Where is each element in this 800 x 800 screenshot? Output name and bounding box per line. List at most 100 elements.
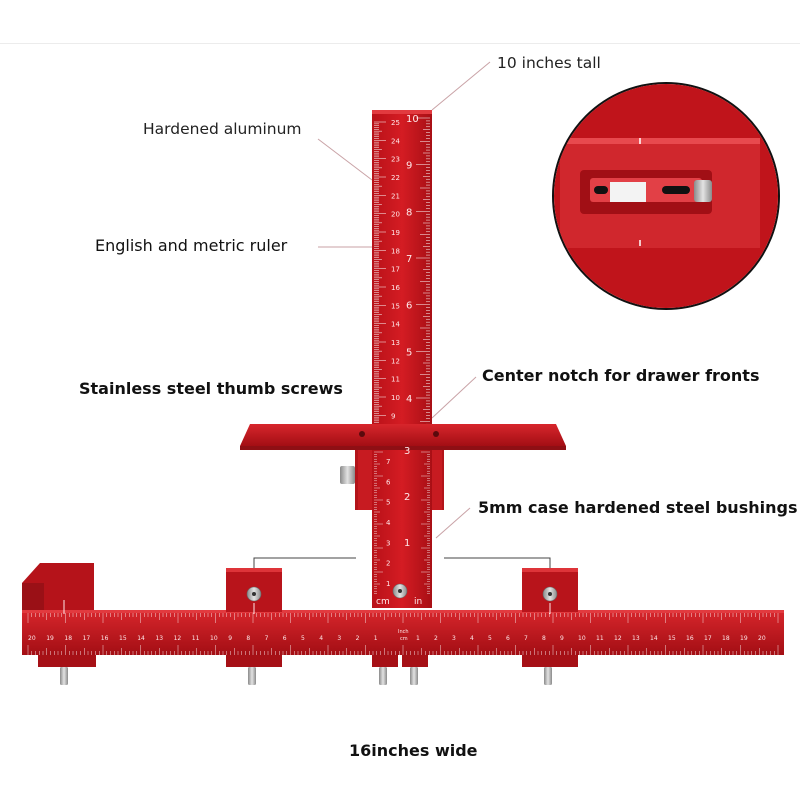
cm-tick-label: 13	[391, 339, 400, 347]
cm-tick-label: 24	[391, 137, 400, 145]
h-tick-label-right: 9	[560, 635, 564, 642]
cm-tick-label: 12	[391, 357, 400, 365]
h-tick-label-right: 5	[488, 635, 492, 642]
center-bushing-hole	[398, 589, 402, 593]
h-tick-label-left: 11	[192, 635, 200, 642]
h-tick-label-right: 1	[416, 635, 420, 642]
cm-tick-label: 23	[391, 156, 400, 164]
h-tick-label-left: 4	[319, 635, 323, 642]
lower-in-label: 1	[404, 538, 410, 549]
h-tick-label-left: 1	[374, 635, 378, 642]
thumb-screw	[60, 667, 68, 685]
inch-tick-label: 9	[406, 161, 412, 172]
h-tick-label-left: 3	[337, 635, 341, 642]
depth-plate	[240, 424, 566, 450]
callout-ruler: English and metric ruler	[95, 236, 288, 255]
cm-tick-label: 11	[391, 376, 400, 384]
inch-center-label: Inch	[398, 629, 409, 635]
h-tick-label-left: 12	[174, 635, 182, 642]
sliding-blocks	[63, 568, 578, 614]
h-tick-label-right: 8	[542, 635, 546, 642]
inch-tick-label: 5	[406, 347, 412, 358]
h-tick-label-left: 14	[137, 635, 145, 642]
h-tick-label-right: 13	[632, 635, 640, 642]
lower-cm-label: 3	[386, 539, 390, 547]
cm-center-label: cm	[400, 636, 408, 642]
h-tick-label-left: 8	[246, 635, 250, 642]
lower-in-label: 3	[404, 446, 410, 457]
h-tick-label-left: 13	[155, 635, 163, 642]
cm-tick-label: 10	[391, 394, 400, 402]
callout-line-aluminum	[317, 138, 373, 181]
callout-bushings: 5mm case hardened steel bushings	[478, 498, 798, 517]
foot-bar	[522, 655, 578, 667]
h-tick-label-left: 17	[83, 635, 91, 642]
callout-aluminum: Hardened aluminum	[143, 120, 302, 138]
cm-unit-label: cm	[376, 597, 390, 607]
lower-cm-label: 4	[386, 519, 391, 527]
callout-lines	[317, 61, 491, 539]
h-tick-label-right: 10	[578, 635, 586, 642]
h-tick-label-right: 3	[452, 635, 456, 642]
inch-tick-label: 6	[406, 301, 412, 312]
center-thumb-screw	[379, 667, 387, 685]
lower-in-label: 2	[404, 492, 410, 503]
lower-cm-label: 6	[386, 478, 391, 486]
h-tick-label-left: 15	[119, 635, 127, 642]
cm-tick-label: 14	[391, 321, 400, 329]
vertical-ruler: 2524232221201918171615141312111091098765…	[372, 110, 432, 435]
callout-line-bushings	[435, 507, 471, 539]
cm-tick-label: 19	[391, 229, 400, 237]
thumb-screw	[544, 667, 552, 685]
callout-line-notch	[431, 376, 477, 419]
h-tick-label-right: 4	[470, 635, 474, 642]
cm-tick-label: 17	[391, 266, 400, 274]
h-tick-label-left: 2	[356, 635, 360, 642]
cm-tick-label: 25	[391, 119, 400, 127]
h-tick-label-right: 11	[596, 635, 604, 642]
h-tick-label-right: 7	[524, 635, 528, 642]
cm-tick-label: 16	[391, 284, 400, 292]
inch-tick-label: 8	[406, 207, 412, 218]
center-foot	[402, 655, 428, 667]
h-tick-label-right: 14	[650, 635, 658, 642]
block-bracket-lines	[253, 557, 551, 568]
inch-tick-label: 4	[406, 394, 412, 405]
callout-tall: 10 inches tall	[497, 54, 601, 72]
lower-cm-label: 2	[386, 560, 390, 568]
h-tick-label-right: 16	[686, 635, 694, 642]
cm-tick-label: 22	[391, 174, 400, 182]
h-tick-label-left: 19	[46, 635, 54, 642]
lower-cm-label: 7	[386, 458, 390, 466]
h-tick-label-left: 5	[301, 635, 305, 642]
h-tick-label-right: 17	[704, 635, 712, 642]
center-thumb-screw	[410, 667, 418, 685]
sliding-block-edge	[522, 568, 578, 572]
sleeve-thumb-screw	[340, 466, 355, 484]
h-tick-label-left: 7	[265, 635, 269, 642]
h-tick-label-right: 2	[434, 635, 438, 642]
callout-notch: Center notch for drawer fronts	[482, 366, 760, 385]
h-tick-label-right: 15	[668, 635, 676, 642]
inch-tick-label: 10	[406, 114, 419, 125]
h-tick-label-left: 18	[64, 635, 72, 642]
cm-tick-label: 9	[391, 412, 395, 420]
callout-screws: Stainless steel thumb screws	[79, 379, 343, 398]
cm-tick-label: 15	[391, 302, 400, 310]
zoom-inset	[552, 82, 780, 310]
bushing-hole	[252, 592, 256, 596]
lower-cm-label: 5	[386, 499, 390, 507]
h-tick-label-left: 6	[283, 635, 287, 642]
callout-line-tall	[431, 61, 491, 111]
center-foot	[372, 655, 398, 667]
h-tick-label-left: 16	[101, 635, 109, 642]
mounting-feet	[38, 655, 578, 685]
h-tick-label-right: 18	[722, 635, 730, 642]
h-tick-label-left: 10	[210, 635, 218, 642]
h-tick-label-right: 20	[758, 635, 766, 642]
lower-cm-label: 1	[386, 580, 390, 588]
h-tick-label-right: 19	[740, 635, 748, 642]
h-tick-label-left: 20	[28, 635, 36, 642]
cm-tick-label: 20	[391, 211, 400, 219]
